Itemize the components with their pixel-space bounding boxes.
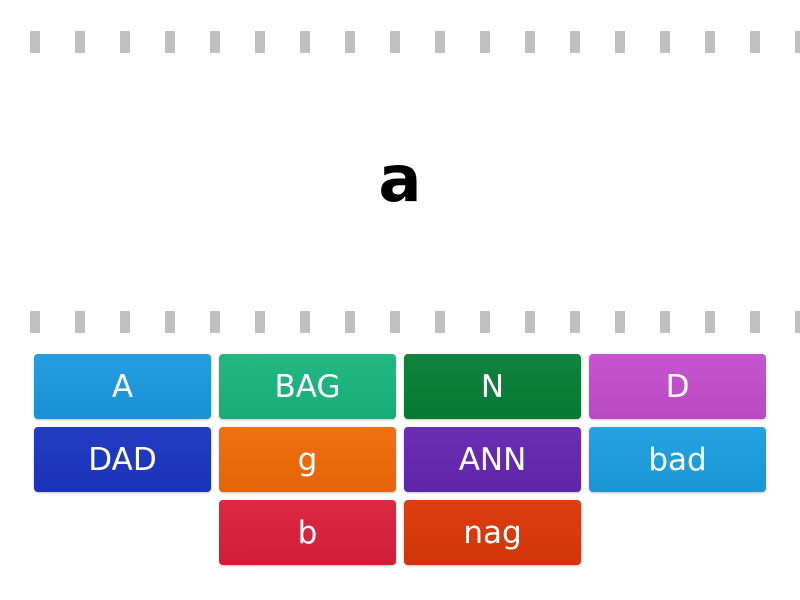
answer-tile[interactable]: DAD (34, 427, 211, 492)
divider-dash (300, 311, 310, 333)
divider-dash (345, 311, 355, 333)
divider-dash (30, 311, 40, 333)
tile-label: ANN (458, 441, 527, 478)
divider-dash (660, 311, 670, 333)
divider-dash (390, 31, 400, 53)
divider-dash (300, 31, 310, 53)
divider-dash (795, 31, 800, 53)
answer-tile[interactable]: b (219, 500, 396, 565)
divider-dash (525, 311, 535, 333)
divider-dash (30, 31, 40, 53)
answer-tile[interactable]: BAG (219, 354, 396, 419)
divider-dash (345, 31, 355, 53)
divider-dash (615, 31, 625, 53)
divider-dash (525, 31, 535, 53)
divider-dash (390, 311, 400, 333)
answer-tile[interactable]: ANN (404, 427, 581, 492)
answer-tile[interactable]: N (404, 354, 581, 419)
answer-tile[interactable]: nag (404, 500, 581, 565)
divider-dash (705, 311, 715, 333)
divider-dash (75, 31, 85, 53)
top-divider (0, 31, 800, 53)
divider-dash (435, 31, 445, 53)
divider-dash (75, 311, 85, 333)
divider-dash (705, 31, 715, 53)
answer-tile[interactable]: g (219, 427, 396, 492)
divider-dash (750, 311, 760, 333)
divider-dash (165, 31, 175, 53)
tile-label: bad (648, 441, 707, 478)
divider-dash (435, 311, 445, 333)
tile-label: b (297, 514, 318, 551)
divider-dash (615, 311, 625, 333)
prompt-card: a (0, 120, 800, 240)
divider-dash (480, 311, 490, 333)
answer-tile[interactable]: D (589, 354, 766, 419)
divider-dash (255, 311, 265, 333)
tile-label: D (665, 368, 690, 405)
divider-dash (210, 311, 220, 333)
tile-label: BAG (274, 368, 341, 405)
divider-dash (120, 311, 130, 333)
divider-dash (210, 31, 220, 53)
prompt-text: a (378, 143, 422, 217)
divider-dash (570, 31, 580, 53)
bottom-divider (0, 311, 800, 333)
tile-label: N (480, 368, 505, 405)
tile-label: g (297, 441, 318, 478)
tile-label: A (111, 368, 134, 405)
divider-dash (120, 31, 130, 53)
divider-dash (570, 311, 580, 333)
divider-dash (660, 31, 670, 53)
answer-tile[interactable]: bad (589, 427, 766, 492)
tile-label: DAD (88, 441, 157, 478)
divider-dash (795, 311, 800, 333)
answer-tile[interactable]: A (34, 354, 211, 419)
divider-dash (165, 311, 175, 333)
divider-dash (750, 31, 760, 53)
divider-dash (255, 31, 265, 53)
divider-dash (480, 31, 490, 53)
tile-label: nag (463, 514, 522, 551)
